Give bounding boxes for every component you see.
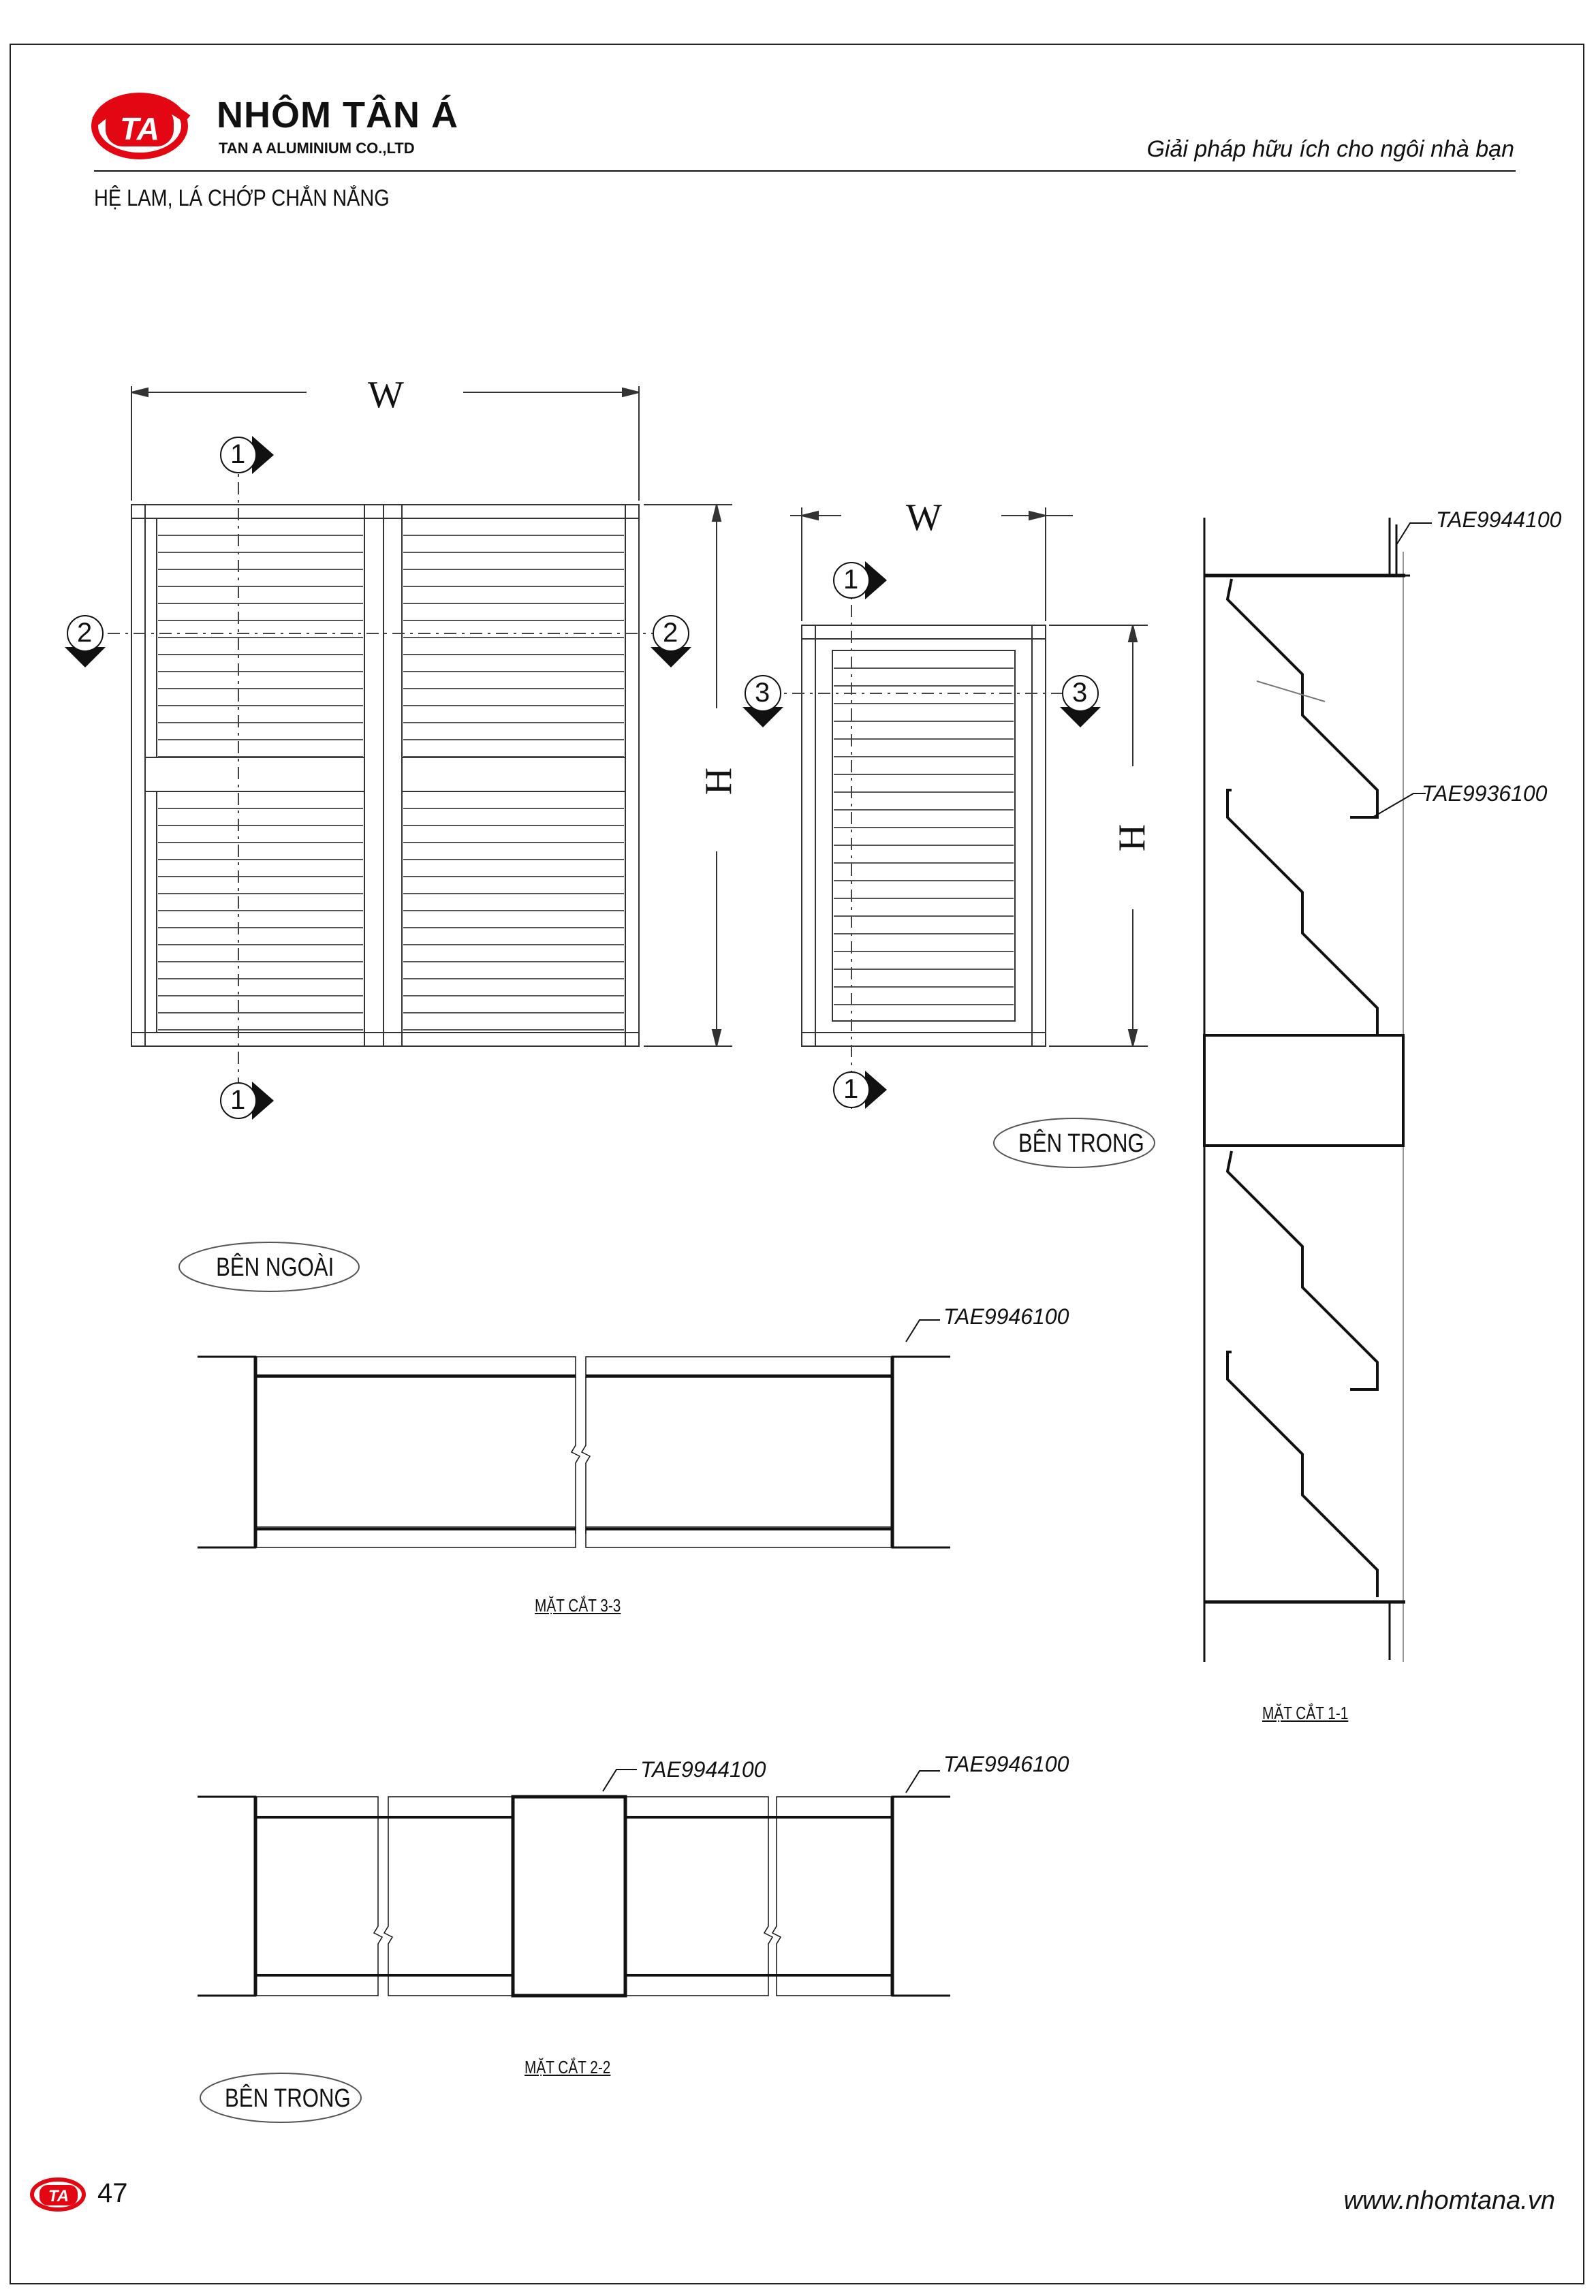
caption-section-2-2: MẶT CẮT 2-2 — [525, 2057, 611, 2077]
logo-mark-text: TA — [120, 111, 159, 146]
elevation-single-panel — [790, 507, 1073, 1047]
height-dimension-left — [644, 504, 732, 1047]
oval-outside — [178, 1242, 360, 1292]
height-label-middle: H — [1111, 823, 1154, 852]
document-title: HỆ LAM, LÁ CHỚP CHẮN NẮNG — [94, 185, 390, 211]
callout-tae9946100-section-3-3: TAE9946100 — [943, 1304, 1069, 1329]
marker-1-label: 1 — [843, 1074, 859, 1104]
callout-leaders-section-1-1 — [1372, 522, 1432, 818]
height-dimension-middle — [1049, 625, 1148, 1047]
company-logo: TA — [91, 93, 191, 159]
marker-3-label: 3 — [1072, 678, 1088, 708]
callout-tae9946100-section-2-2: TAE9946100 — [943, 1752, 1069, 1776]
label-inside-top: BÊN TRONG — [1018, 1129, 1144, 1158]
caption-section-1-1: MẶT CẮT 1-1 — [1262, 1703, 1349, 1723]
width-label-left: W — [368, 374, 404, 416]
website: www.nhomtana.vn — [1343, 2186, 1556, 2215]
section-3-3-drawing — [198, 1319, 950, 1549]
section-marker-1-bottom-left — [220, 1082, 274, 1120]
section-2-2-drawing — [198, 1769, 950, 1998]
elevation-double-panel — [131, 386, 640, 1047]
width-label-middle: W — [906, 497, 942, 539]
section-marker-3-left — [742, 675, 783, 727]
brand-name: NHÔM TÂN Á — [217, 95, 458, 136]
label-inside-bottom: BÊN TRONG — [225, 2084, 351, 2113]
page-number: 47 — [97, 2178, 128, 2208]
louver-slats-middle — [834, 667, 1014, 1005]
sheet-border — [10, 44, 1584, 2284]
section-marker-1-top-left — [220, 436, 274, 474]
section-marker-2-right — [651, 615, 691, 667]
marker-3-label: 3 — [755, 678, 770, 708]
section-marker-3-right — [1060, 675, 1101, 727]
oval-inside-bottom — [200, 2073, 362, 2123]
callout-tae9944100-section-2-2: TAE9944100 — [640, 1757, 766, 1782]
section-marker-1-bottom-middle — [833, 1071, 887, 1109]
height-label-left: H — [698, 767, 740, 796]
footer-logo-text: TA — [48, 2187, 69, 2205]
callout-tae9944100-section-1-1: TAE9944100 — [1436, 507, 1562, 532]
section-marker-1-top-middle — [833, 561, 887, 599]
caption-section-3-3: MẶT CẮT 3-3 — [535, 1595, 621, 1616]
footer-logo: TA — [30, 2177, 86, 2212]
marker-1-label: 1 — [230, 439, 246, 469]
marker-2-label: 2 — [663, 618, 678, 648]
marker-1-label: 1 — [843, 565, 859, 595]
oval-inside-top — [993, 1118, 1155, 1168]
marker-1-label: 1 — [230, 1085, 246, 1115]
section-marker-2-left — [65, 615, 106, 667]
label-outside: BÊN NGOÀI — [216, 1253, 334, 1282]
brand-subtitle: TAN A ALUMINIUM CO.,LTD — [219, 140, 415, 157]
slogan: Giải pháp hữu ích cho ngôi nhà bạn — [1146, 136, 1514, 162]
louver-slats-left — [158, 535, 624, 1031]
section-1-1-drawing — [1203, 518, 1410, 1662]
callout-tae9936100: TAE9936100 — [1422, 781, 1548, 806]
marker-2-label: 2 — [77, 618, 93, 648]
